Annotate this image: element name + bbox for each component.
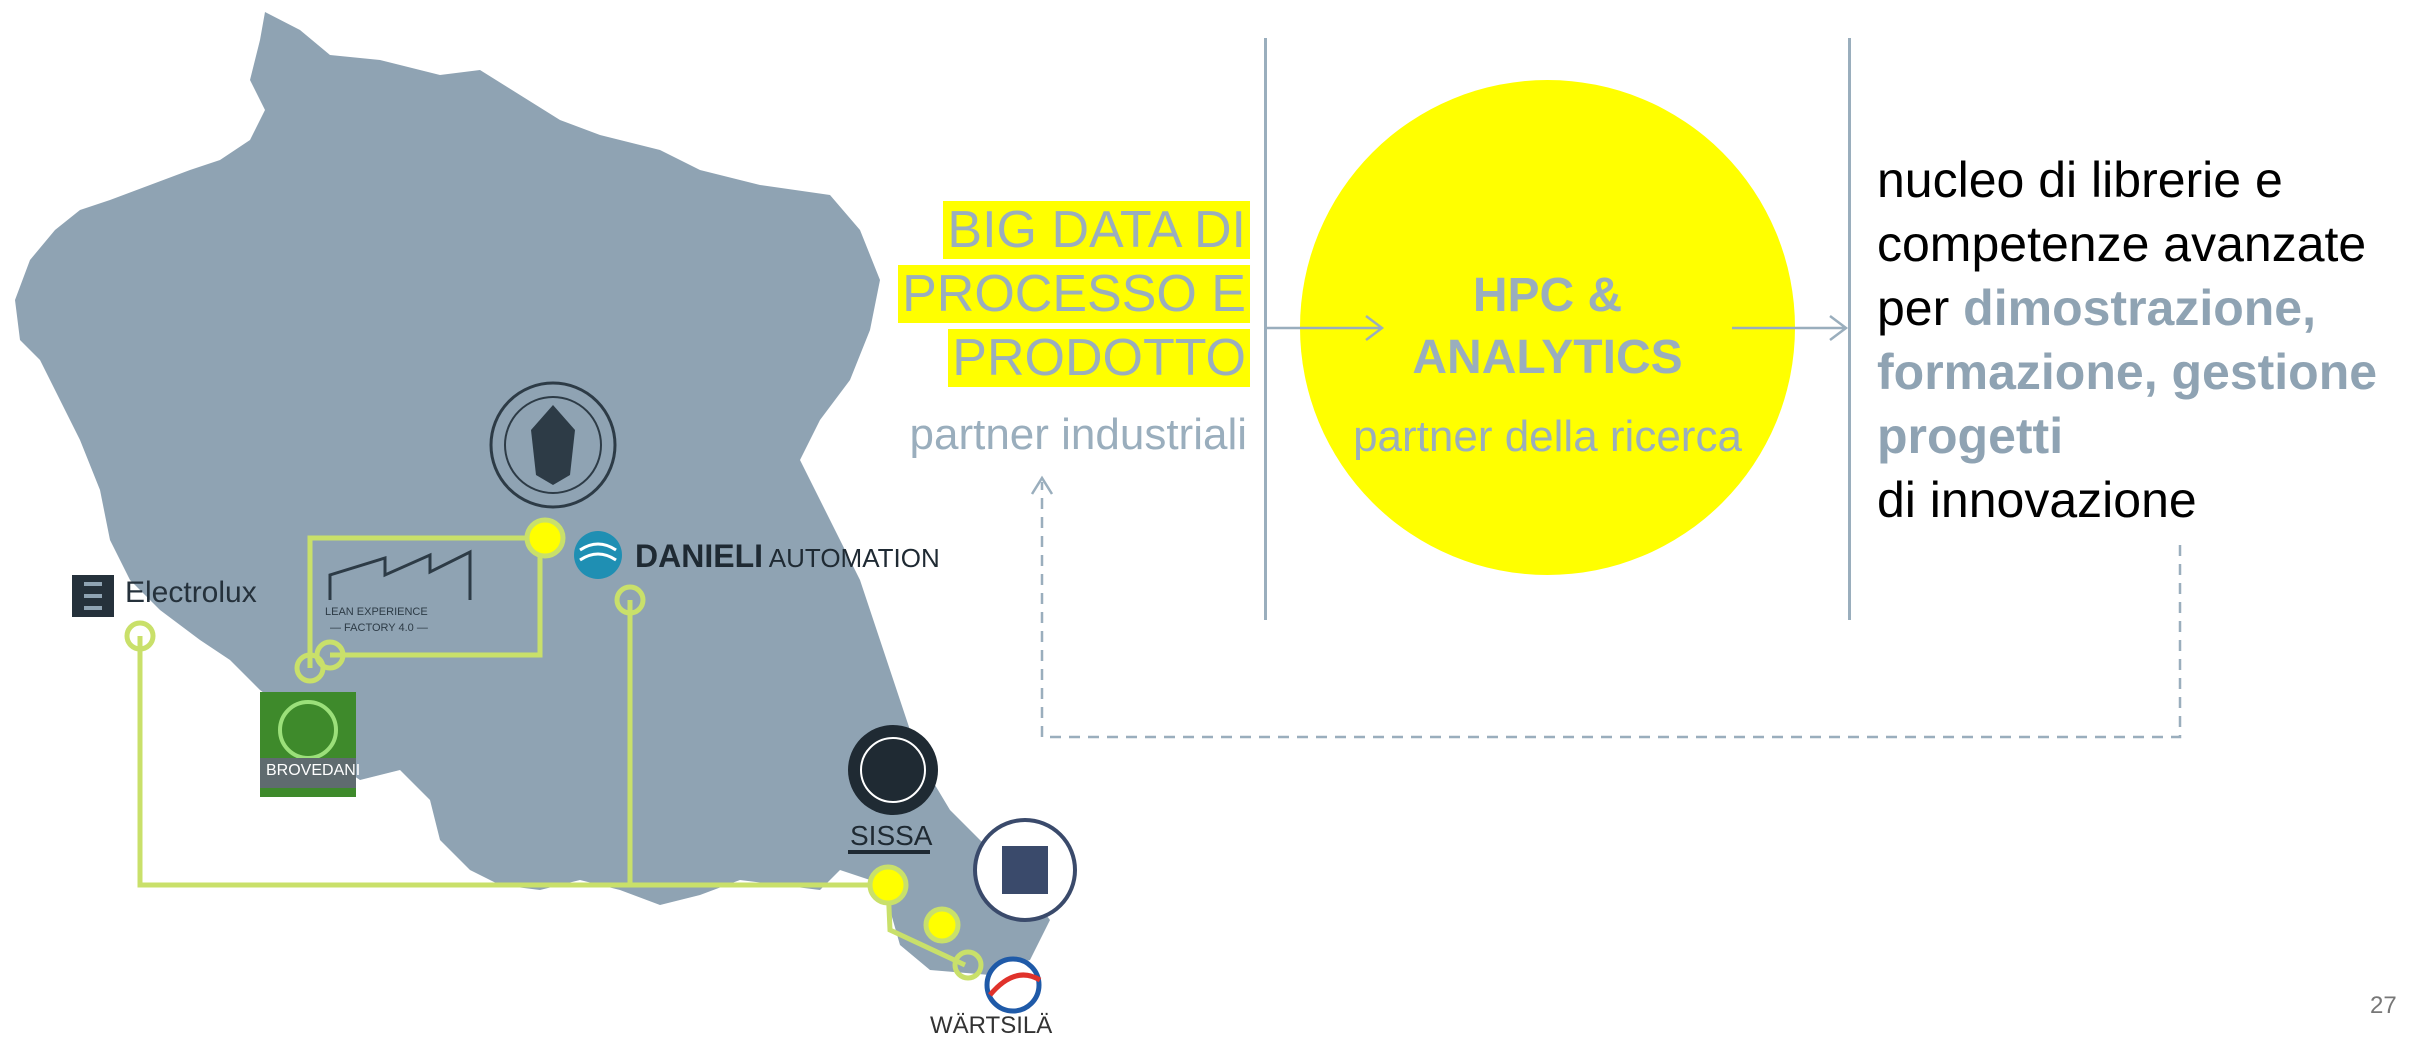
sissa-seal-icon bbox=[848, 725, 938, 854]
divider-right bbox=[1848, 38, 1851, 620]
danieli-label-rest: AUTOMATION bbox=[763, 543, 940, 573]
output-line-2: competenze avanzate bbox=[1877, 216, 2367, 272]
electrolux-label: Electrolux bbox=[125, 576, 257, 609]
output-bold-3: progetti bbox=[1877, 408, 2064, 464]
sissa-label: SISSA bbox=[850, 820, 933, 851]
danieli-label: DANIELI AUTOMATION bbox=[635, 538, 940, 575]
region-map bbox=[15, 12, 1077, 1014]
electrolux-logo-icon bbox=[72, 575, 114, 617]
feedback-arrowhead bbox=[1030, 475, 1054, 495]
lean-label-line1: LEAN EXPERIENCE bbox=[325, 606, 428, 618]
arrow-to-hpc bbox=[1267, 315, 1385, 341]
hpc-line-2: ANALYTICS bbox=[1412, 331, 1683, 384]
hpc-line-1: HPC & bbox=[1472, 269, 1623, 322]
university-udine-seal-icon bbox=[489, 381, 617, 509]
lean-experience-factory-logo-icon bbox=[328, 549, 472, 600]
partner-industriali-caption: partner industriali bbox=[909, 410, 1248, 459]
arrow-to-output bbox=[1732, 315, 1849, 341]
university-trieste-seal-icon bbox=[973, 818, 1077, 922]
feedback-loop-dashed bbox=[1040, 482, 2182, 739]
big-data-line-1: BIG DATA DI bbox=[943, 201, 1250, 259]
output-line-1: nucleo di librerie e bbox=[1877, 152, 2283, 208]
output-description: nucleo di librerie e competenze avanzate… bbox=[1877, 148, 2377, 532]
lean-label-line2: — FACTORY 4.0 — bbox=[330, 622, 428, 634]
output-line-last: di innovazione bbox=[1877, 472, 2197, 528]
big-data-title: BIG DATA DI PROCESSO E PRODOTTO bbox=[898, 198, 1250, 390]
partner-ricerca-caption: partner della ricerca bbox=[1353, 412, 1742, 461]
partner-nodes bbox=[124, 517, 984, 981]
output-bold-2: formazione, gestione bbox=[1877, 344, 2378, 400]
hpc-analytics-title: HPC & ANALYTICS bbox=[1300, 265, 1795, 389]
wartsila-label: WÄRTSILÄ bbox=[930, 1012, 1053, 1039]
output-per: per bbox=[1877, 280, 1964, 336]
wartsila-logo-icon bbox=[984, 956, 1042, 1014]
big-data-line-2: PROCESSO E bbox=[898, 265, 1250, 323]
output-line-3: per dimostrazione, bbox=[1877, 276, 2377, 340]
brovedani-logo-icon bbox=[260, 692, 356, 797]
brovedani-label: BROVEDANI bbox=[266, 762, 361, 779]
big-data-line-3: PRODOTTO bbox=[948, 329, 1250, 387]
divider-left bbox=[1264, 38, 1267, 620]
output-bold-1: dimostrazione, bbox=[1963, 280, 2317, 336]
page-number: 27 bbox=[2370, 992, 2397, 1019]
danieli-logo-icon bbox=[574, 531, 622, 579]
danieli-label-bold: DANIELI bbox=[635, 538, 763, 574]
